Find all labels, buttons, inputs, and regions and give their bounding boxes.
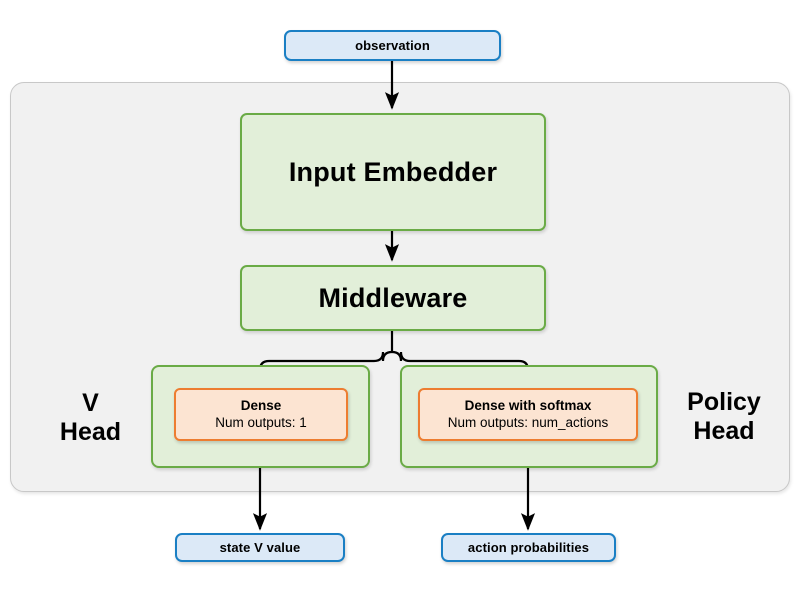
- head-caption-policy-head-line1: Policy: [687, 387, 761, 416]
- output-node-action-probabilities[interactable]: action probabilities: [441, 533, 616, 562]
- head-caption-v-head: V Head: [38, 384, 143, 452]
- module-input-embedder-label: Input Embedder: [288, 156, 498, 187]
- dense-policy-head-title: Dense with softmax: [464, 397, 592, 413]
- dense-v-head-subtitle: Num outputs: 1: [215, 414, 307, 430]
- dense-v-head[interactable]: Dense Num outputs: 1: [174, 388, 348, 441]
- dense-policy-head-subtitle: Num outputs: num_actions: [447, 414, 609, 430]
- output-node-state-v-value[interactable]: state V value: [175, 533, 345, 562]
- head-caption-policy-head-line2: Head: [693, 417, 755, 445]
- output-node-state-v-value-label: state V value: [219, 540, 301, 555]
- head-caption-v-head-line1: V: [82, 388, 99, 417]
- module-middleware[interactable]: Middleware: [240, 265, 546, 331]
- module-input-embedder[interactable]: Input Embedder: [240, 113, 546, 231]
- head-caption-policy-head: Policy Head: [665, 380, 783, 454]
- input-node-observation-label: observation: [355, 38, 430, 53]
- dense-v-head-title: Dense: [240, 397, 282, 413]
- head-caption-v-head-line2: Head: [59, 418, 122, 446]
- output-node-action-probabilities-label: action probabilities: [467, 540, 590, 555]
- module-middleware-label: Middleware: [318, 282, 468, 313]
- dense-policy-head[interactable]: Dense with softmax Num outputs: num_acti…: [418, 388, 638, 441]
- input-node-observation[interactable]: observation: [284, 30, 501, 61]
